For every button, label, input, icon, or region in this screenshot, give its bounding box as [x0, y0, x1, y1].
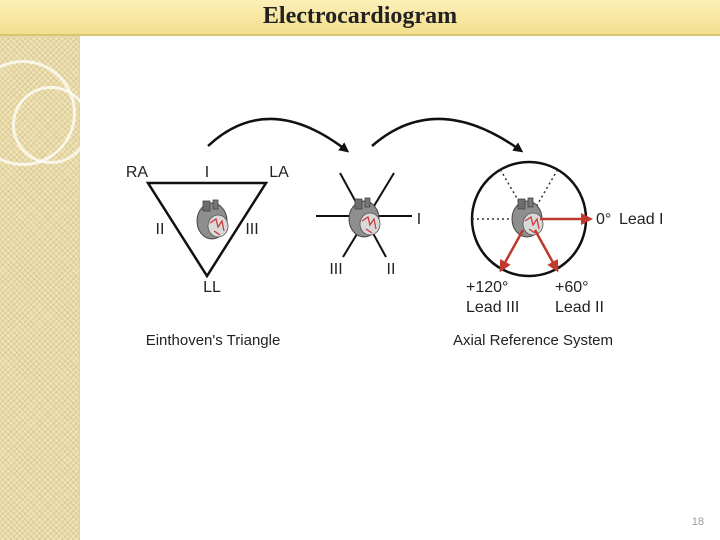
label-120deg: +120° [466, 279, 508, 296]
vector-arrow-120deg [499, 229, 525, 273]
label-0deg-lead-i: Lead I [619, 211, 663, 228]
decorative-ring [12, 86, 90, 164]
label-120deg-lead-iii: Lead III [466, 299, 519, 316]
einthoven-triangle: RA LA LL I II III Einthoven's Triangle [126, 164, 289, 349]
lead-axes-center: I III II [316, 172, 421, 278]
label-mid-lead-i: I [417, 211, 421, 228]
transform-arrow-right [371, 117, 524, 153]
label-mid-lead-iii: III [329, 261, 342, 278]
label-60deg: +60° [555, 279, 589, 296]
label-lead-iii: III [245, 221, 258, 238]
heart-icon [511, 197, 544, 238]
axial-reference-system: 0° Lead I +120° Lead III +60° Lead II Ax… [453, 160, 663, 349]
transform-arrow-left [207, 117, 350, 153]
label-60deg-lead-ii: Lead II [555, 299, 604, 316]
triangle-outline [145, 181, 269, 279]
label-ll: LL [203, 279, 221, 296]
title-bar: Electrocardiogram [0, 0, 720, 36]
slide-number: 18 [691, 516, 704, 528]
label-lead-i: I [205, 164, 209, 181]
label-0deg: 0° [596, 211, 611, 228]
label-mid-lead-ii: II [387, 261, 396, 278]
caption-einthoven: Einthoven's Triangle [146, 332, 281, 349]
label-ra: RA [126, 164, 149, 181]
slide-title: Electrocardiogram [262, 3, 458, 29]
vector-arrow-60deg [533, 229, 559, 273]
caption-axial: Axial Reference System [453, 332, 613, 349]
decorative-sidebar [0, 0, 90, 540]
heart-icon [196, 199, 229, 240]
label-lead-ii: II [156, 221, 165, 238]
label-la: LA [269, 164, 289, 181]
